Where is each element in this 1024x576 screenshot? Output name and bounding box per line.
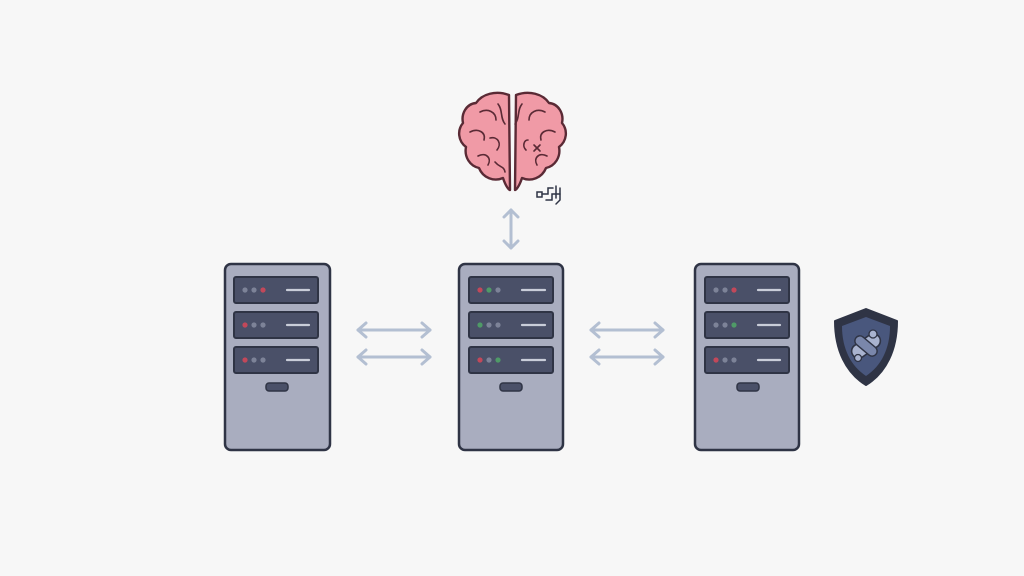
drive-bay [704,346,790,374]
link-left-center [356,321,432,366]
drive-bay [468,276,554,304]
brain-icon [458,91,567,205]
power-button-icon [265,382,289,392]
server-left [223,262,332,452]
drive-bay [704,276,790,304]
power-button-icon [499,382,523,392]
drive-bay [468,311,554,339]
server-right [693,262,801,452]
drive-bay [704,311,790,339]
drive-bay [468,346,554,374]
drive-bay [233,311,319,339]
link-center-right [589,321,665,366]
power-button-icon [736,382,760,392]
security-shield-icon [834,308,898,386]
circuit-icon [536,185,561,205]
server-center [457,262,565,452]
brain-connection-arrow [502,208,520,250]
drive-bay [233,276,319,304]
drive-bay [233,346,319,374]
